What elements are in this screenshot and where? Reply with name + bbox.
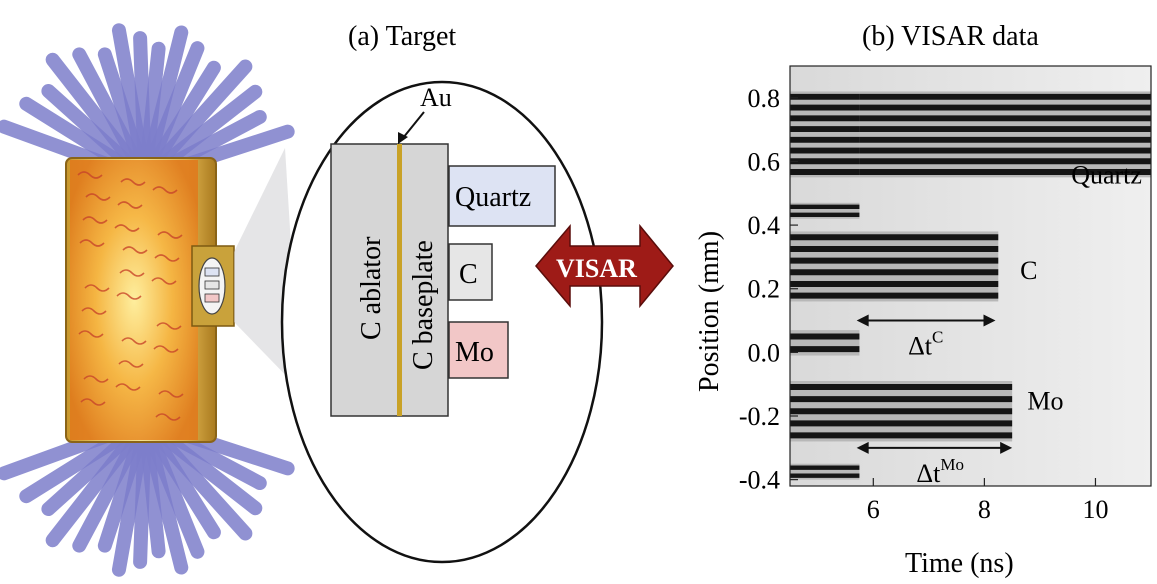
visar-arrow [535, 223, 674, 309]
plasma-streak [114, 224, 140, 232]
panel-b: (b) VISAR data 6 8 10 0.8 0.6 0.4 0.2 0.0 -0.2 -0… [694, 21, 1152, 579]
plasma-streak [82, 216, 108, 224]
panel-a: (a) Target C ablator C baseplate Au Quar… [280, 21, 674, 564]
visar-sample-label: Mo [1027, 387, 1063, 416]
y-tick-label: 0.8 [748, 84, 781, 113]
ablator-block [330, 143, 449, 417]
plasma-streak [121, 337, 147, 345]
laser-beams-top [0, 23, 295, 185]
plasma-streak [119, 269, 145, 277]
plasma-streak [115, 383, 141, 391]
plasma-streaks [77, 171, 184, 421]
x-tick-label: 10 [1082, 495, 1108, 524]
plasma-streak [155, 413, 181, 421]
delta-t-c-arrowhead [856, 314, 869, 327]
delta-t-mo-arrowhead [856, 441, 869, 454]
axes-layer: 6 8 10 0.8 0.6 0.4 0.2 0.0 -0.2 -0.4 [739, 84, 1109, 524]
c-sample-label: C [459, 259, 478, 290]
y-tick-label: -0.2 [739, 402, 780, 431]
quartz-sample-label: Quartz [455, 182, 531, 213]
plasma-streak [154, 254, 180, 262]
plasma-streak [151, 277, 177, 285]
y-tick-label: -0.4 [739, 466, 780, 495]
plot-frame [789, 65, 1152, 487]
y-tick-label: 0.4 [748, 211, 781, 240]
ablator-label: C ablator [356, 236, 387, 340]
fringe-block-left-upper [790, 91, 860, 178]
hohlraum-plasma [70, 160, 198, 440]
panel-a-title: (a) Target [348, 21, 456, 52]
visar-sample-label: Quartz [1071, 161, 1142, 190]
au-pointer [402, 111, 425, 139]
au-layer [397, 144, 402, 416]
au-pointer-head [398, 132, 408, 144]
y-tick-label: 0.2 [748, 275, 781, 304]
x-tick-label: 8 [978, 495, 991, 524]
plasma-streak [116, 292, 142, 300]
delta-t-c-arrowhead [983, 314, 996, 327]
window-mo-mini [204, 293, 220, 303]
plasma-streak [81, 307, 107, 315]
c-sample [448, 243, 493, 301]
plasma-streak [153, 345, 179, 353]
window-c-mini [204, 280, 220, 290]
au-label: Au [420, 83, 452, 112]
delta-t-mo-arrowhead [1000, 441, 1013, 454]
window-quartz-mini [204, 267, 220, 277]
plasma-streak [79, 239, 105, 247]
plasma-streak [157, 231, 183, 239]
plasma-streak [80, 398, 106, 406]
plasma-streak [78, 330, 104, 338]
plasma-streak [158, 390, 184, 398]
delta-t-c-label: ΔtC [908, 328, 943, 361]
plasma-streak [152, 186, 178, 194]
plasma-streak [118, 360, 144, 368]
plasma-streak [117, 201, 143, 209]
x-axis-label: Time (ns) [905, 548, 1014, 579]
plasma-streak [83, 375, 109, 383]
plasma-streak [120, 178, 146, 186]
x-tick-label: 6 [867, 495, 880, 524]
fringe-block-c [790, 231, 999, 302]
plasma-streak [85, 193, 111, 201]
plasma-streak [77, 171, 103, 179]
panel-b-title: (b) VISAR data [862, 21, 1039, 52]
mo-sample [448, 321, 509, 379]
laser-beams-bottom [0, 415, 295, 577]
plasma-streak [156, 322, 182, 330]
mo-sample-label: Mo [455, 337, 494, 368]
fringe-layer [790, 91, 1151, 480]
quartz-sample [448, 165, 556, 227]
baseplate-label: C baseplate [408, 240, 439, 370]
y-tick-label: 0.0 [748, 338, 781, 367]
y-axis-label: Position (mm) [694, 231, 725, 392]
plasma-streak [122, 246, 148, 254]
delta-t-mo-label: ΔtMo [916, 455, 964, 488]
hohlraum-illustration [0, 23, 300, 577]
plasma-streak [84, 284, 110, 292]
visar-arrow-label: VISAR [556, 254, 637, 283]
visar-sample-label: C [1020, 256, 1037, 285]
y-tick-label: 0.6 [748, 147, 781, 176]
